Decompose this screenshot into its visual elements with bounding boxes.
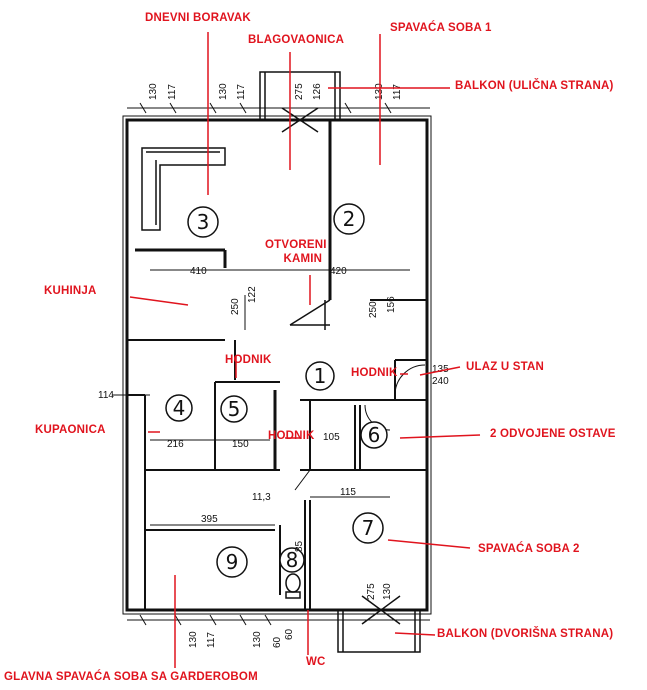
room-numbers: 1 2 3 4 5 6 7 8 9 bbox=[173, 207, 381, 574]
door-swings bbox=[244, 295, 426, 491]
label-balkon-dvorisna: BALKON (DVORIŠNA STRANA) bbox=[437, 628, 614, 640]
dim-150: 150 bbox=[232, 439, 249, 450]
dim-top-6: 126 bbox=[312, 83, 323, 100]
dim-250-a: 250 bbox=[230, 298, 241, 315]
dim-85: 85 bbox=[294, 540, 305, 552]
dim-105: 105 bbox=[323, 432, 340, 443]
dim-bottom-5: 275 bbox=[366, 583, 377, 600]
dim-395: 395 bbox=[201, 514, 218, 525]
dim-bottom-3: 130 bbox=[252, 631, 263, 648]
room-number-1: 1 bbox=[314, 364, 327, 388]
top-dimension-numbers: 130 117 130 117 275 126 130 117 bbox=[148, 83, 403, 100]
label-glavna-spavaca: GLAVNA SPAVAĆA SOBA SA GARDEROBOM bbox=[4, 671, 258, 683]
dim-bottom-1: 130 bbox=[188, 631, 199, 648]
dim-156: 156 bbox=[386, 296, 397, 313]
room-number-7: 7 bbox=[362, 516, 375, 540]
label-kamin: KAMIN bbox=[283, 253, 323, 265]
label-kupaonica: KUPAONICA bbox=[35, 424, 106, 436]
dim-122: 122 bbox=[247, 286, 258, 303]
label-hodnik-entry: HODNIK bbox=[351, 367, 398, 379]
label-hodnik-top: HODNIK bbox=[225, 354, 272, 366]
label-spavaca-soba-1: SPAVAĆA SOBA 1 bbox=[390, 22, 492, 34]
room-number-8: 8 bbox=[286, 548, 299, 572]
wc-fixture bbox=[285, 573, 301, 599]
dim-135: 135 bbox=[432, 364, 449, 375]
dim-240: 240 bbox=[432, 376, 449, 387]
room-number-4: 4 bbox=[173, 396, 186, 420]
label-wc: WC bbox=[306, 656, 326, 668]
dimension-numbers: 410 420 114 216 150 105 395 115 11,3 135… bbox=[98, 266, 449, 640]
label-hodnik-center: HODNIK bbox=[268, 430, 315, 442]
outer-walls bbox=[122, 115, 432, 615]
bottom-dimension-numbers: 130 117 130 60 275 130 bbox=[188, 583, 393, 648]
label-blagovaonica: BLAGOVAONICA bbox=[248, 34, 345, 46]
dim-420: 420 bbox=[330, 266, 347, 277]
label-dnevni-boravak: DNEVNI BORAVAK bbox=[145, 12, 251, 24]
dim-216: 216 bbox=[167, 439, 184, 450]
dim-115: 115 bbox=[340, 487, 356, 498]
fireplace bbox=[289, 299, 331, 330]
room-circles bbox=[165, 203, 388, 578]
room-number-3: 3 bbox=[197, 210, 210, 234]
dim-top-3: 130 bbox=[218, 83, 229, 100]
dim-top-5: 275 bbox=[294, 83, 305, 100]
dim-bottom-2: 117 bbox=[206, 632, 217, 648]
label-otvoreni: OTVORENI bbox=[265, 239, 327, 251]
dim-bottom-4: 60 bbox=[272, 636, 283, 648]
interior-walls bbox=[127, 120, 427, 610]
dim-top-4: 117 bbox=[236, 84, 247, 100]
dim-bottom-6: 130 bbox=[382, 583, 393, 600]
room-number-9: 9 bbox=[226, 550, 239, 574]
label-balkon-ulicna: BALKON (ULIČNA STRANA) bbox=[455, 80, 614, 92]
dim-11-3: 11,3 bbox=[252, 492, 271, 503]
room-number-2: 2 bbox=[343, 207, 356, 231]
room-number-6: 6 bbox=[368, 423, 381, 447]
dim-114: 114 bbox=[98, 390, 114, 401]
dim-60: 60 bbox=[284, 628, 295, 640]
label-odvojene-ostave: 2 ODVOJENE OSTAVE bbox=[490, 428, 616, 440]
dim-top-1: 130 bbox=[148, 83, 159, 100]
dim-top-2: 117 bbox=[167, 84, 178, 100]
label-ulaz-u-stan: ULAZ U STAN bbox=[466, 361, 545, 373]
dim-250-b: 250 bbox=[368, 301, 379, 318]
dim-410: 410 bbox=[190, 266, 207, 277]
balcony-bottom bbox=[337, 595, 421, 653]
label-kuhinja: KUHINJA bbox=[44, 285, 97, 297]
dim-top-8: 117 bbox=[392, 84, 403, 100]
label-otvoreni-kamin: OTVORENI KAMIN bbox=[265, 238, 327, 266]
balcony-top bbox=[259, 71, 341, 133]
room-number-5: 5 bbox=[228, 397, 241, 421]
annotation-arrows bbox=[129, 32, 481, 668]
label-spavaca-soba-2: SPAVAĆA SOBA 2 bbox=[478, 543, 580, 555]
